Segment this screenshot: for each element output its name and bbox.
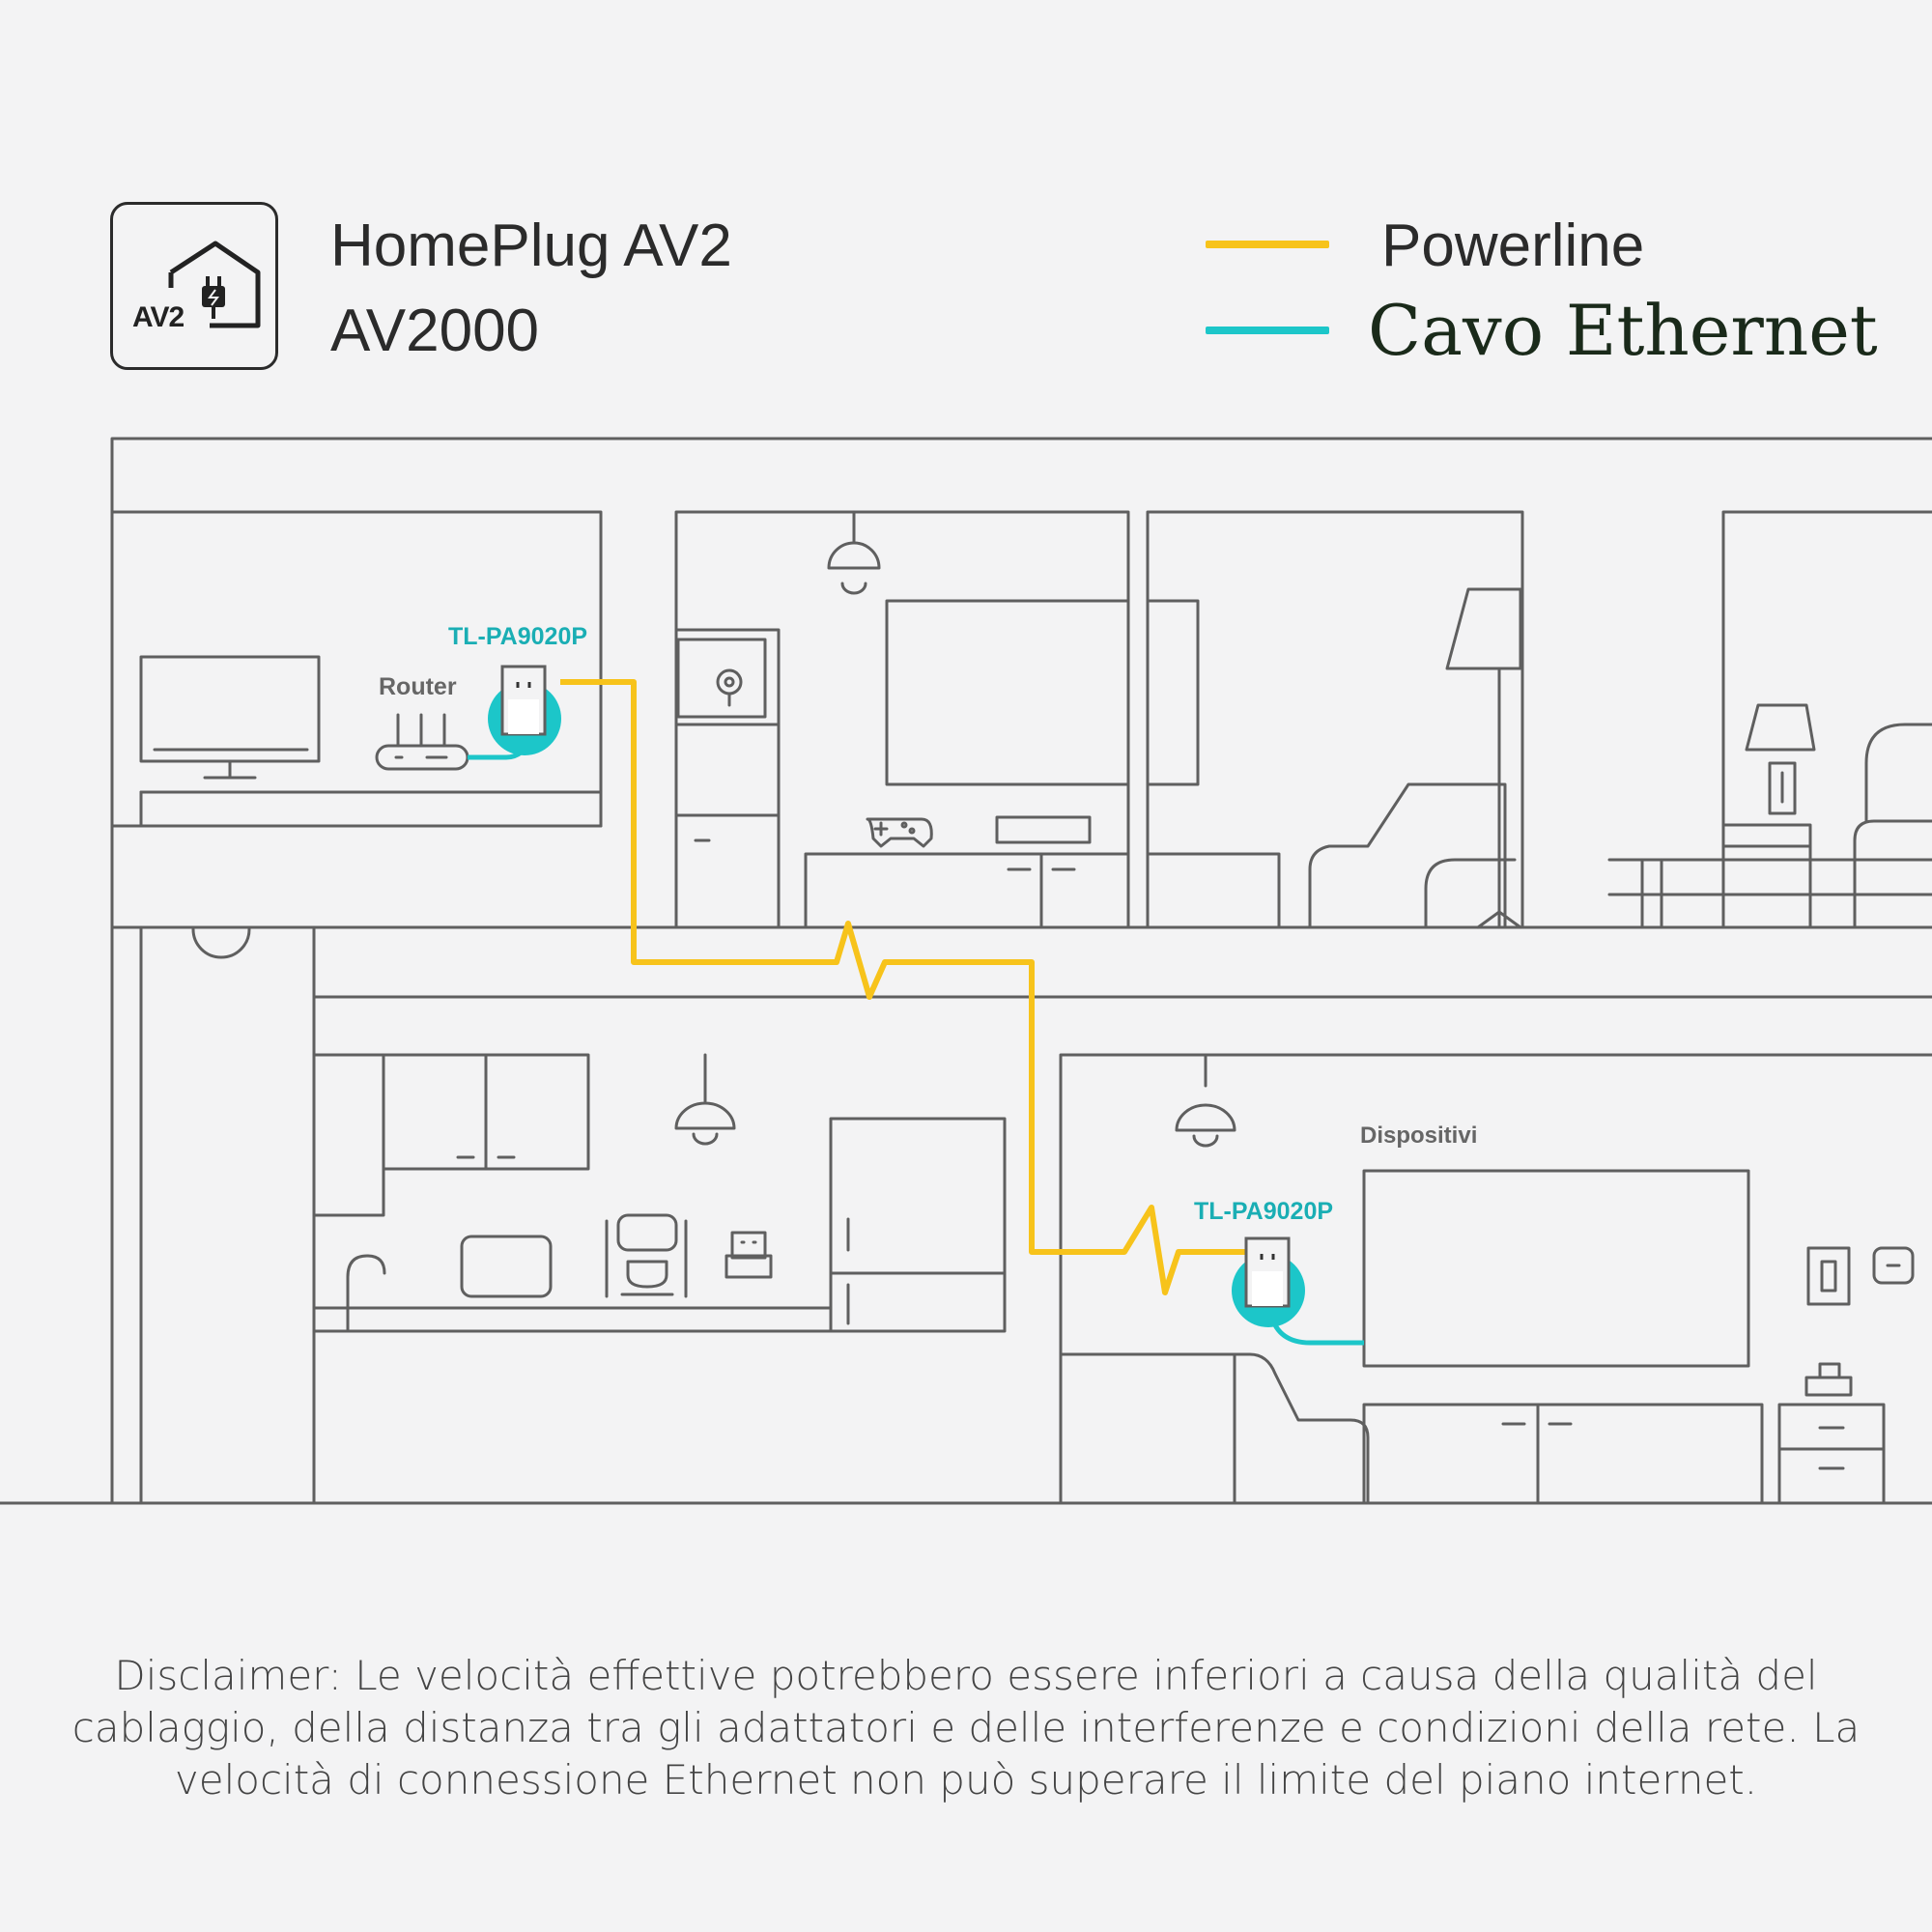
kitchen-lamp xyxy=(674,1101,736,1130)
ceiling-lamp xyxy=(827,541,881,570)
console xyxy=(995,815,1092,844)
ethernet-legend-line xyxy=(1206,327,1329,334)
powerline-legend-label: Powerline xyxy=(1381,213,1645,279)
powerline-legend-line xyxy=(1206,241,1329,248)
microwave xyxy=(460,1235,553,1298)
router-label: Router xyxy=(379,673,457,700)
title-line-2: AV2000 xyxy=(330,298,540,364)
adapter-top xyxy=(488,665,561,755)
powerline-cable xyxy=(560,679,1250,1295)
devices-tv xyxy=(1362,1169,1750,1368)
camera-icon xyxy=(716,668,743,696)
light-switch xyxy=(1806,1246,1851,1306)
floor-lamp xyxy=(1445,587,1522,670)
tv-top-left xyxy=(139,655,321,763)
sofa xyxy=(1233,1352,1370,1505)
devices-label: Dispositivi xyxy=(1360,1122,1478,1149)
house-outline xyxy=(110,437,1932,1505)
toaster xyxy=(730,1231,767,1260)
faucet xyxy=(346,1254,386,1331)
router xyxy=(375,744,469,771)
badge-label: AV2 xyxy=(132,301,185,333)
fridge xyxy=(674,628,781,929)
ethernet-legend-label: Cavo Ethernet xyxy=(1368,290,1878,371)
ceiling-light-fixture xyxy=(191,927,251,959)
house-plug-icon xyxy=(168,241,261,328)
adapter-bottom-label: TL-PA9020P xyxy=(1194,1198,1334,1225)
av2-badge: AV2 xyxy=(110,202,278,370)
coffee-machine xyxy=(616,1213,678,1252)
gamepad-icon xyxy=(866,817,933,848)
kitchen-fridge xyxy=(829,1117,1007,1333)
title-line-1: HomePlug AV2 xyxy=(330,213,732,279)
disclaimer-text: Disclaimer: Le velocità effettive potreb… xyxy=(71,1652,1861,1804)
armchair xyxy=(1308,782,1507,929)
adapter-top-label: TL-PA9020P xyxy=(448,623,588,650)
tv-upper xyxy=(885,599,1130,786)
table-lamp xyxy=(1745,703,1816,752)
adapter-bottom xyxy=(1232,1236,1305,1327)
living-lamp xyxy=(1175,1103,1236,1132)
outlet xyxy=(1872,1246,1915,1285)
